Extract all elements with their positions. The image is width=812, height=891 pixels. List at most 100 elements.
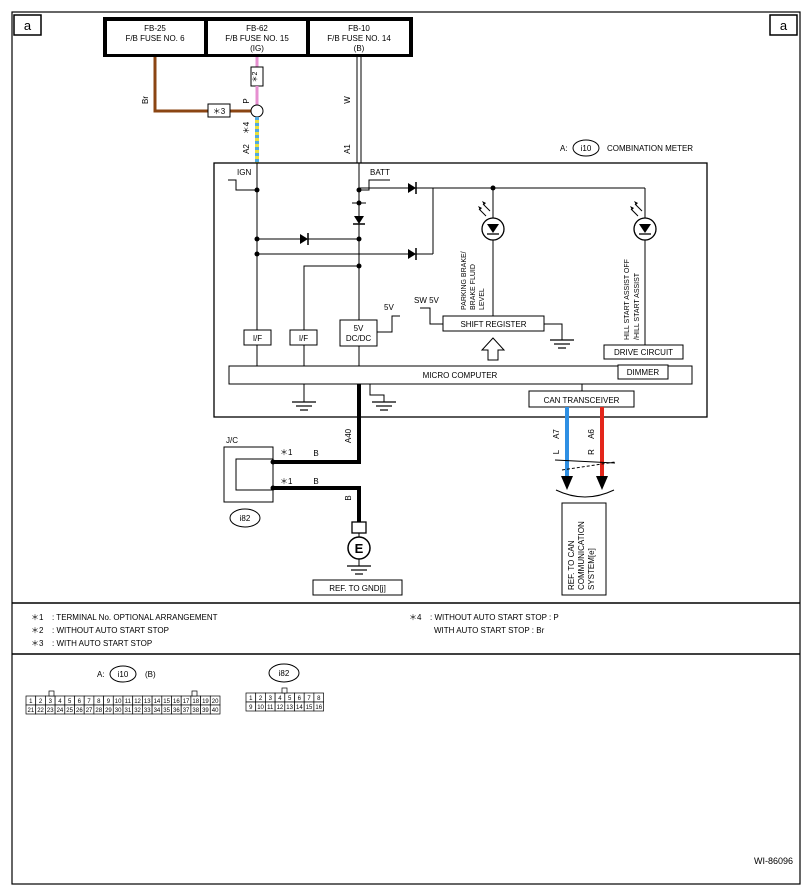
pin-number: 5 (288, 696, 292, 702)
pin-number: 12 (277, 705, 284, 711)
corner-label-right: a (780, 18, 788, 33)
connector-prefix: A: (560, 144, 568, 153)
dcdc-converter (339, 319, 378, 347)
pin-label: A6 (587, 429, 596, 439)
pin-number: 16 (315, 705, 322, 711)
wire-color-label: W (343, 96, 352, 104)
pin-number: 11 (267, 705, 274, 711)
light-ray-head (482, 201, 486, 205)
voltage-label: 5V (384, 303, 394, 312)
led-symbol (639, 224, 651, 233)
pin-number: 26 (76, 708, 83, 714)
light-ray (482, 203, 491, 212)
connector-badge-i82 (229, 508, 261, 528)
micro-computer (228, 365, 693, 385)
connector-id: i82 (279, 669, 290, 678)
wire-color-label: R (587, 449, 596, 455)
pin-number: 2 (39, 699, 43, 705)
pin-number: 3 (269, 696, 273, 702)
lamp-label: /HILL START ASSIST (634, 272, 641, 340)
junction-dot (270, 485, 276, 491)
pin-number: 3 (49, 699, 53, 705)
wire-color-label: P (242, 98, 251, 103)
pin-number: 39 (202, 708, 209, 714)
pin-number: 10 (115, 699, 122, 705)
ground-lead (369, 384, 385, 402)
pin-number: 4 (278, 696, 282, 702)
shift-register-label: SHIFT REGISTER (460, 320, 526, 329)
option-label: ＊1 (280, 477, 293, 486)
terminal-label: BATT (370, 168, 390, 177)
fuse-cell-2 (208, 21, 306, 54)
connector-id: i10 (118, 670, 129, 679)
connector-key-tab (191, 690, 198, 697)
pin-number: 24 (57, 708, 64, 714)
page-frame (11, 11, 801, 885)
pin-number: 12 (134, 699, 141, 705)
pin-number: 6 (78, 699, 82, 705)
fuse-name: F/B FUSE NO. 15 (225, 34, 289, 43)
fuse-name: F/B FUSE NO. 6 (125, 34, 185, 43)
pin-cell (209, 704, 221, 715)
pin-number: 14 (296, 705, 303, 711)
pin-number: 9 (107, 699, 111, 705)
sw5v-lead (420, 307, 443, 325)
pin-number: 15 (163, 699, 170, 705)
note-text: : WITH AUTO START STOP (52, 639, 152, 648)
can-arrow (561, 476, 573, 490)
pin-label: A1 (343, 144, 352, 154)
drive-circuit (603, 344, 684, 360)
pin-number: 25 (66, 708, 73, 714)
can-reference-label: SYSTEM[e] (587, 548, 596, 590)
corner-label-left: a (24, 18, 32, 33)
connector-id: i10 (581, 144, 592, 153)
pin-number: 1 (249, 696, 253, 702)
dimmer (617, 364, 669, 380)
connector-id: i82 (240, 514, 251, 523)
diode (300, 234, 308, 244)
light-ray (478, 208, 487, 217)
note-text: : TERMINAL No. OPTIONAL ARRANGEMENT (52, 613, 218, 622)
option-label: ＊3 (213, 107, 226, 116)
ground-reference-label: REF. TO GND[j] (329, 584, 386, 593)
pin-number: 32 (134, 708, 141, 714)
jc-label: J/C (226, 436, 238, 445)
dimmer-label: DIMMER (627, 368, 660, 377)
lamp-label: BRAKE FLUID (470, 264, 477, 310)
led-symbol (487, 224, 499, 233)
pin-number: 40 (212, 708, 219, 714)
note-mark: ＊2 (31, 626, 44, 635)
wire-color-label: Br (141, 96, 150, 104)
note-text: WITH AUTO START STOP : Br (434, 626, 545, 635)
joint-connector-inner (235, 458, 274, 491)
fuse-code: FB-62 (246, 24, 268, 33)
fuse-sub: (IG) (250, 44, 264, 53)
pin-number: 20 (212, 699, 219, 705)
shift-register-ground-lead (544, 323, 563, 340)
ground-wire (273, 384, 361, 464)
junction-dot (356, 187, 362, 193)
pin-number: 4 (58, 699, 62, 705)
pin-number: 6 (298, 696, 302, 702)
diode (408, 249, 416, 259)
pin-number: 17 (183, 699, 190, 705)
note-text: : WITHOUT AUTO START STOP : P (430, 613, 559, 622)
lamp-label: PARKING BRAKE/ (461, 251, 468, 310)
connector-badge-i82 (268, 663, 300, 683)
option-box-star3 (207, 103, 231, 118)
ign-lead (228, 179, 257, 191)
light-ray-head (630, 206, 634, 210)
pin-cell (313, 701, 324, 712)
pin-number: 16 (173, 699, 180, 705)
note-mark: ＊4 (409, 613, 422, 622)
fuse-name: F/B FUSE NO. 14 (327, 34, 391, 43)
pin-number: 7 (307, 696, 311, 702)
fuse-code: FB-10 (348, 24, 370, 33)
pin-number: 10 (257, 705, 264, 711)
can-bundle-arc (555, 489, 615, 498)
pin-number: 38 (192, 708, 199, 714)
pin-number: 13 (144, 699, 151, 705)
